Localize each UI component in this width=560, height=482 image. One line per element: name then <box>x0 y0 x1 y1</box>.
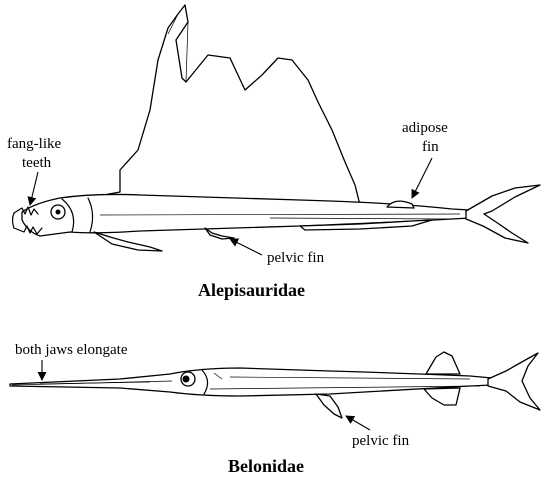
alepisauridae-illustration <box>13 5 541 251</box>
title-belonidae: Belonidae <box>228 456 304 476</box>
pelvic-fin-needlefish <box>316 394 342 418</box>
teeth-arrow <box>30 172 38 205</box>
teeth-label-line2: teeth <box>22 155 52 171</box>
adipose-label-line1: adipose <box>402 120 448 136</box>
teeth-label-line1: fang-like <box>7 136 61 152</box>
dorsal-fin <box>98 5 365 208</box>
adipose-fin <box>387 201 414 208</box>
pelvic-fin <box>205 228 234 239</box>
pelvic-arrow-bottom <box>346 416 370 430</box>
pelvic-label-top: pelvic fin <box>267 250 325 266</box>
title-alepisauridae: Alepisauridae <box>198 280 305 300</box>
fish-body <box>22 194 475 236</box>
fish-body-needlefish <box>10 368 495 396</box>
pectoral-fin <box>94 232 162 251</box>
pelvic-arrow-top <box>230 239 262 255</box>
dorsal-fin-needlefish <box>426 352 460 374</box>
adipose-arrow <box>412 158 432 198</box>
caudal-fin <box>466 185 540 243</box>
caudal-fin-needlefish <box>488 353 540 410</box>
belonidae-illustration <box>10 352 540 418</box>
anal-fin-needlefish <box>424 388 460 405</box>
jaws-label: both jaws elongate <box>15 342 128 358</box>
pelvic-label-bottom: pelvic fin <box>352 433 410 449</box>
adipose-label-line2: fin <box>422 139 439 155</box>
